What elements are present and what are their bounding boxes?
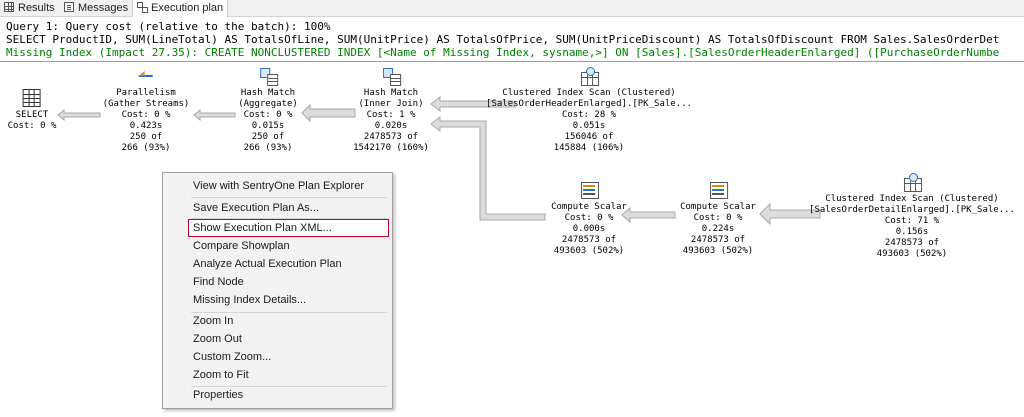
menu-missing-index-details[interactable]: Missing Index Details... [193,294,307,306]
parallelism-sub: (Gather Streams) [102,99,190,109]
result-tabs: Results Messages Execution plan [0,0,1024,17]
connector-hashagg-parallelism [193,108,236,122]
hash-agg-time: 0.015s [251,121,285,131]
scan-detail-time: 0.156s [895,227,929,237]
compute-scalar-icon [709,181,728,199]
compute1-rows: 2478573 of [561,235,617,245]
select-cost: Cost: 0 % [7,121,57,131]
plan-node-compute-scalar-2[interactable]: Compute Scalar Cost: 0 % 0.224s 2478573 … [680,181,756,257]
compute1-name: Compute Scalar [551,202,627,212]
tab-results-label: Results [18,2,55,14]
connector-compute1-hashjoin [430,115,546,221]
missing-index-hint[interactable]: Missing Index (Impact 27.35): CREATE NON… [6,46,1000,59]
hash-agg-name: Hash Match [240,88,296,98]
menu-separator [191,312,387,313]
menu-save-plan-as[interactable]: Save Execution Plan As... [193,202,319,214]
scan-detail-rows: 2478573 of [884,238,940,248]
plan-node-hash-aggregate[interactable]: Hash Match (Aggregate) Cost: 0 % 0.015s … [238,67,298,154]
scan-header-cost: Cost: 28 % [561,110,617,120]
plan-node-compute-scalar-1[interactable]: Compute Scalar Cost: 0 % 0.000s 2478573 … [551,181,627,257]
hash-agg-est: 266 (93%) [243,143,293,153]
plan-node-parallelism[interactable]: Parallelism (Gather Streams) Cost: 0 % 0… [102,67,190,154]
select-name: SELECT [15,110,49,120]
tab-messages-label: Messages [78,2,129,14]
hash-join-est: 1542170 (160%) [353,143,429,153]
connector-hashjoin-hashagg [301,103,356,123]
plan-icon [137,2,148,13]
tab-execution-plan-label: Execution plan [151,2,224,14]
plan-node-scan-detail[interactable]: Clustered Index Scan (Clustered) [SalesO… [809,173,1015,260]
compute2-name: Compute Scalar [680,202,756,212]
menu-show-plan-xml[interactable]: Show Execution Plan XML... [188,219,389,237]
hash-match-icon [382,67,401,86]
scan-header-name: Clustered Index Scan (Clustered) [502,88,676,98]
menu-zoom-out[interactable]: Zoom Out [193,333,242,345]
menu-custom-zoom[interactable]: Custom Zoom... [193,351,272,363]
parallelism-rows: 250 of [129,132,163,142]
compute2-rows: 2478573 of [690,235,746,245]
context-menu: View with SentryOne Plan Explorer Save E… [162,172,393,409]
scan-header-rows: 156046 of [564,132,614,142]
hash-join-name: Hash Match [363,88,419,98]
clustered-index-scan-icon [903,173,922,192]
messages-icon [64,2,74,12]
header-separator [0,61,1024,62]
plan-node-scan-header[interactable]: Clustered Index Scan (Clustered) [SalesO… [486,67,692,154]
hash-join-rows: 2478573 of [363,132,419,142]
hash-agg-rows: 250 of [251,132,285,142]
menu-find-node[interactable]: Find Node [193,276,244,288]
plan-node-select[interactable]: SELECT Cost: 0 % [7,89,57,132]
compute1-est: 493603 (502%) [553,246,625,256]
parallelism-name: Parallelism [116,88,176,98]
scan-detail-est: 493603 (502%) [876,249,948,259]
clustered-index-scan-icon [580,67,599,86]
compute2-time: 0.224s [701,224,735,234]
scan-detail-cost: Cost: 71 % [884,216,940,226]
compute2-est: 493603 (502%) [682,246,754,256]
connector-compute2-compute1 [621,206,676,224]
connector-scandetail-compute2 [759,202,821,226]
parallelism-time: 0.423s [129,121,163,131]
tab-results[interactable]: Results [4,0,55,17]
hash-join-time: 0.020s [374,121,408,131]
connector-parallelism-select [57,108,101,122]
menu-zoom-in[interactable]: Zoom In [193,315,234,327]
scan-header-est: 145884 (106%) [553,143,625,153]
menu-separator [191,386,387,387]
select-icon [23,89,41,107]
tab-execution-plan[interactable]: Execution plan [132,0,229,17]
menu-analyze-plan[interactable]: Analyze Actual Execution Plan [193,258,342,270]
scan-header-sub: [SalesOrderHeaderEnlarged].[PK_Sale... [486,99,692,109]
menu-compare-showplan[interactable]: Compare Showplan [193,240,290,252]
compute1-cost: Cost: 0 % [564,213,614,223]
compute2-cost: Cost: 0 % [693,213,743,223]
parallelism-icon [137,67,155,85]
menu-separator [191,218,387,219]
compute1-time: 0.000s [572,224,606,234]
scan-detail-name: Clustered Index Scan (Clustered) [825,194,999,204]
compute-scalar-icon [580,181,599,199]
scan-detail-sub: [SalesOrderDetailEnlarged].[PK_Sale... [809,205,1015,215]
scan-header-time: 0.051s [572,121,606,131]
tab-messages[interactable]: Messages [64,0,128,17]
hash-join-sub: (Inner Join) [358,99,424,109]
hash-agg-sub: (Aggregate) [238,99,298,109]
query-cost-header: Query 1: Query cost (relative to the bat… [6,20,331,33]
parallelism-est: 266 (93%) [121,143,171,153]
menu-view-sentryone[interactable]: View with SentryOne Plan Explorer [193,180,364,192]
query-sql-text: SELECT ProductID, SUM(LineTotal) AS Tota… [6,33,1000,46]
menu-zoom-to-fit[interactable]: Zoom to Fit [193,369,249,381]
plan-node-hash-join[interactable]: Hash Match (Inner Join) Cost: 1 % 0.020s… [353,67,429,154]
grid-icon [4,2,14,12]
parallelism-cost: Cost: 0 % [121,110,171,120]
hash-join-cost: Cost: 1 % [366,110,416,120]
menu-separator [191,197,387,198]
hash-match-icon [259,67,278,86]
menu-properties[interactable]: Properties [193,389,244,401]
connector-scanheader-hashjoin [430,95,516,113]
hash-agg-cost: Cost: 0 % [243,110,293,120]
